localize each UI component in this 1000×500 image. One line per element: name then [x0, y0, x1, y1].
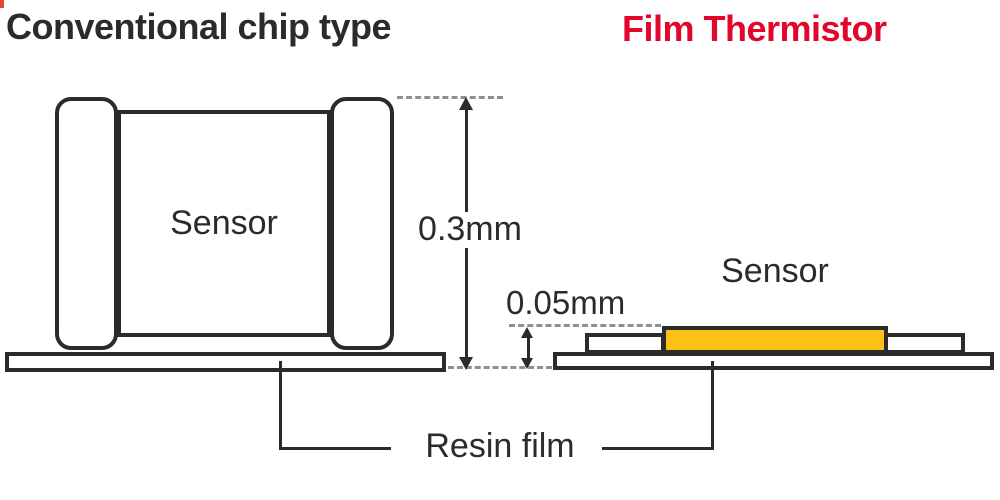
film-sensor-layer: [662, 326, 888, 354]
resin-leader-left-vertical: [279, 361, 282, 450]
film-electrode-left: [585, 333, 665, 354]
chip-terminal-left: [55, 97, 118, 350]
chip-height-dimension-label: 0.3mm: [410, 211, 530, 248]
film-height-dimension-label: 0.05mm: [506, 284, 626, 321]
resin-film-label: Resin film: [425, 427, 575, 465]
resin-leader-right-vertical: [711, 361, 714, 450]
chip-terminal-right: [330, 97, 394, 350]
resin-leader-left-horizontal: [279, 447, 391, 450]
film-resin-film-base: [553, 352, 994, 370]
arrowhead-up-icon: [521, 327, 533, 338]
resin-leader-right-horizontal: [602, 447, 713, 450]
arrowhead-down-icon: [521, 358, 533, 369]
guide-dash-film-top: [509, 324, 661, 327]
right-panel-title: Film Thermistor: [622, 8, 887, 49]
chip-sensor-label: Sensor: [170, 203, 278, 242]
arrowhead-down-icon: [459, 357, 473, 370]
left-panel-title: Conventional chip type: [6, 6, 392, 47]
film-electrode-right: [884, 333, 965, 354]
dimension-arrow-005-line: [527, 334, 530, 362]
chip-sensor-body: Sensor: [117, 110, 331, 337]
corner-artifact-mark: [0, 0, 4, 8]
film-sensor-label: Sensor: [721, 252, 829, 290]
chip-resin-film-base: [5, 352, 446, 372]
arrowhead-up-icon: [459, 97, 473, 110]
guide-dash-chip-top: [397, 96, 503, 99]
guide-dash-bottom: [448, 366, 552, 369]
